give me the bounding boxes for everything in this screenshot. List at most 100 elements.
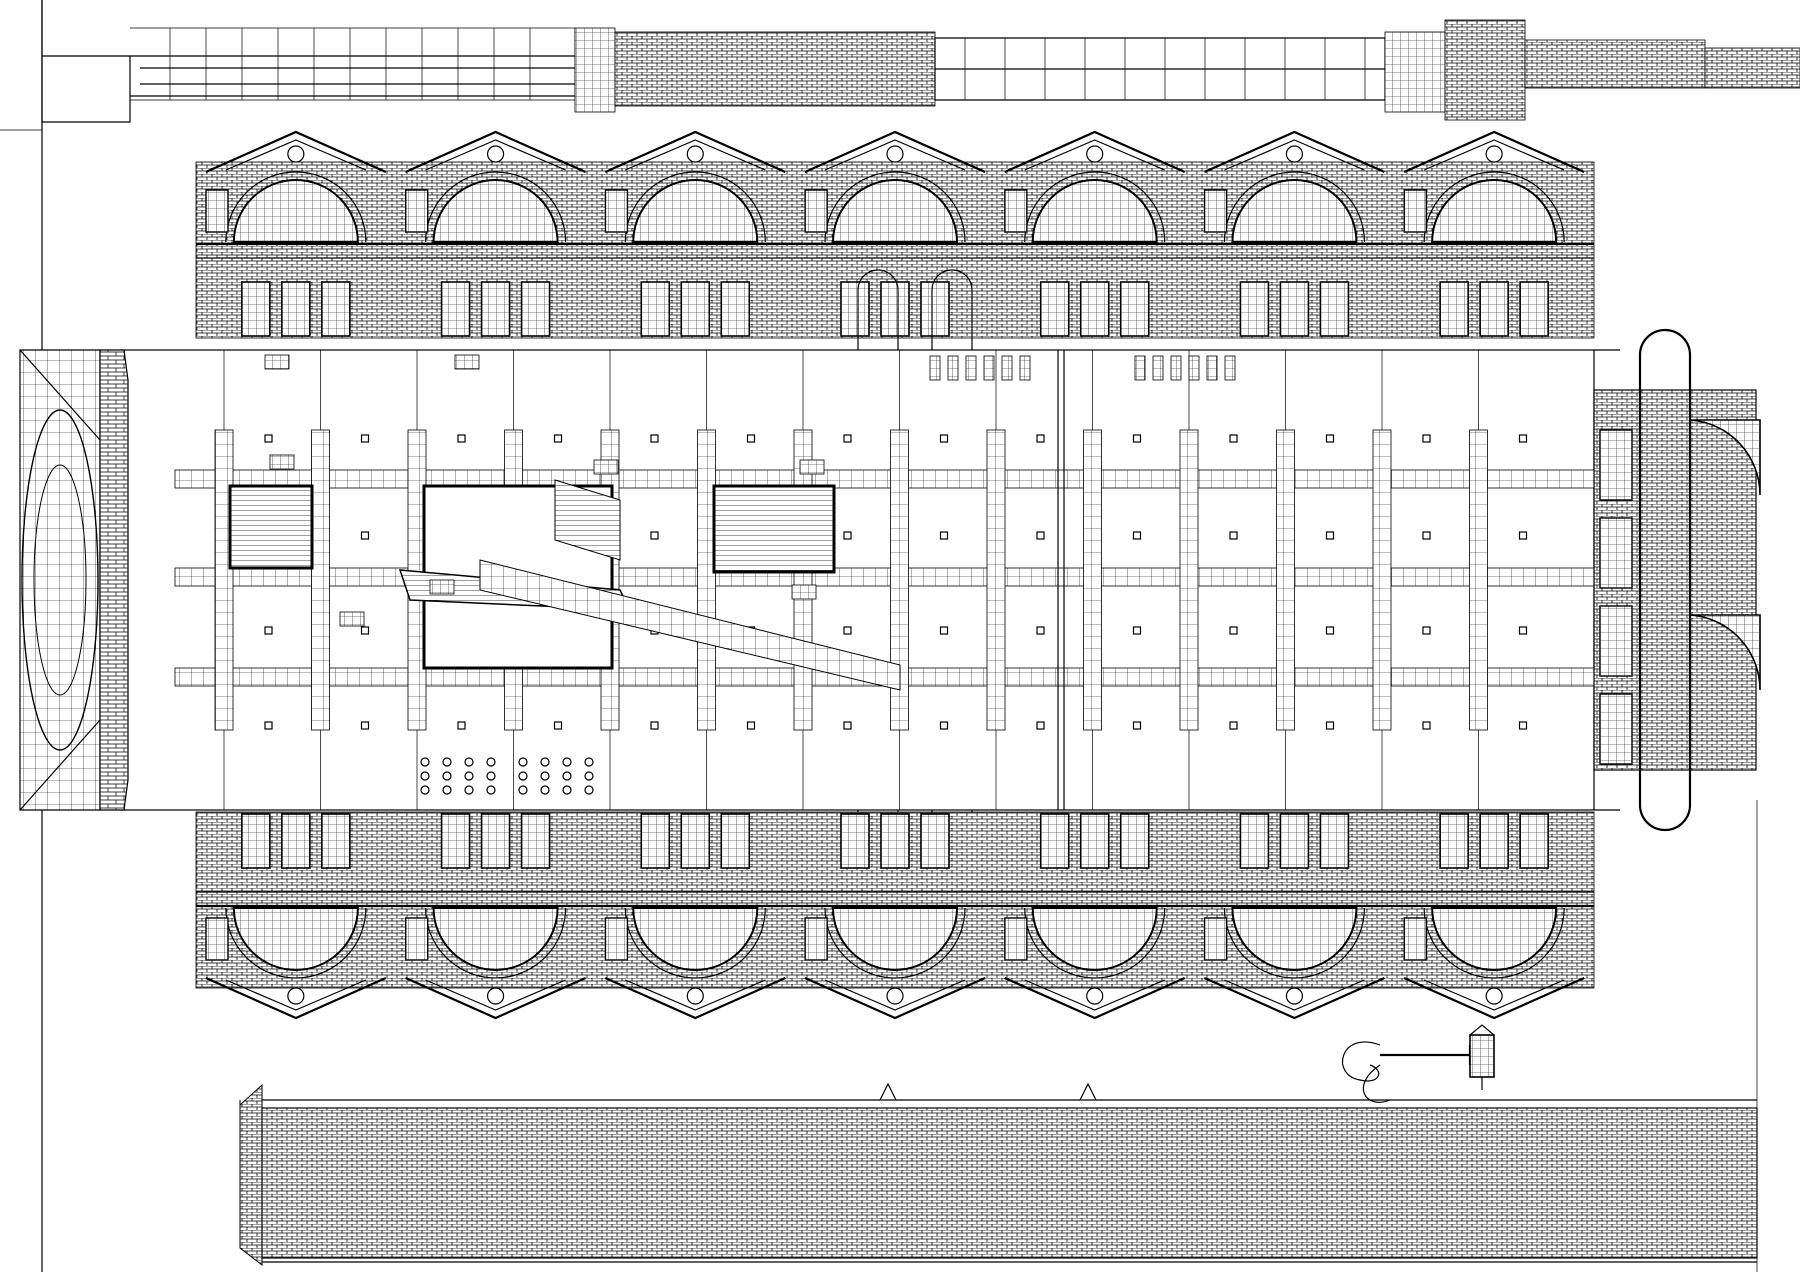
gable — [1403, 130, 1585, 174]
grid-band-vertical — [793, 429, 813, 731]
column-marker — [1422, 531, 1431, 540]
end-band — [99, 349, 129, 811]
pier-window — [1203, 917, 1228, 961]
arched-door — [1479, 813, 1509, 869]
column-marker — [264, 721, 273, 730]
kiosk — [983, 355, 995, 381]
strip-edges — [262, 1099, 1757, 1263]
pier-window — [405, 917, 429, 961]
gable-inner — [225, 139, 367, 171]
end-window — [1599, 517, 1633, 589]
column-marker — [1325, 531, 1335, 540]
kiosk — [1001, 355, 1013, 381]
column-marker — [360, 531, 370, 540]
arched-door — [680, 813, 711, 869]
seat — [518, 757, 528, 767]
arched-window — [632, 179, 759, 243]
column-marker — [939, 626, 949, 635]
gable-inner — [1024, 139, 1165, 171]
pier-window — [604, 917, 629, 961]
end-tower — [1638, 328, 1692, 832]
stair-block — [554, 479, 621, 561]
arched-window — [232, 907, 359, 971]
column-marker — [1518, 531, 1528, 540]
oculus-window — [1485, 987, 1503, 1005]
arched-window — [1431, 179, 1558, 243]
strip-end — [239, 1083, 263, 1267]
seat — [540, 757, 550, 767]
gable-inner — [1024, 979, 1165, 1011]
gable — [1004, 976, 1186, 1020]
column-marker — [843, 626, 852, 635]
grid-band-vertical — [697, 429, 716, 731]
gable — [804, 130, 986, 174]
arched-door — [880, 813, 910, 869]
kiosk — [1170, 355, 1182, 381]
seat — [464, 771, 474, 781]
oculus-window — [486, 145, 505, 163]
gable-inner — [1224, 979, 1365, 1011]
oculus-window — [686, 987, 704, 1005]
arch-trim — [1423, 171, 1565, 243]
kiosk — [1206, 355, 1218, 381]
column-marker — [1422, 721, 1431, 730]
pier-window — [205, 189, 229, 233]
end-window — [1599, 429, 1633, 501]
arch-trim — [424, 907, 567, 979]
street-lamp-detail — [1342, 1024, 1495, 1103]
arch-trim — [824, 171, 966, 243]
stair-well — [712, 484, 836, 574]
kiosk — [1019, 355, 1031, 381]
arched-door — [440, 281, 471, 337]
arch-trim — [225, 907, 367, 979]
seat — [540, 785, 550, 795]
end-arch-window — [1689, 614, 1761, 691]
column-marker — [264, 434, 273, 443]
bench — [593, 459, 619, 475]
column-marker — [843, 434, 852, 443]
arch-trim — [824, 907, 966, 979]
strip-brick-section — [1444, 19, 1526, 121]
kiosk — [1134, 355, 1146, 381]
column-marker — [1518, 626, 1528, 635]
column-marker — [1422, 434, 1431, 443]
spine-line — [1057, 350, 1065, 810]
gable — [1203, 130, 1385, 174]
strip-crest — [879, 1082, 1097, 1101]
arched-door — [1119, 281, 1150, 337]
column-marker — [360, 434, 370, 443]
arched-door — [1519, 281, 1549, 337]
gable-inner — [1423, 139, 1565, 171]
bench — [429, 579, 455, 595]
seat — [420, 771, 430, 781]
seat — [584, 757, 594, 767]
concourse-floor-plan — [119, 269, 1596, 891]
column-marker — [1325, 626, 1335, 635]
gable — [205, 976, 387, 1020]
arched-door — [1279, 813, 1310, 869]
arched-door — [640, 813, 671, 869]
column-marker — [746, 721, 756, 730]
arched-door — [321, 281, 351, 337]
seat — [562, 785, 572, 795]
seat — [518, 785, 528, 795]
grid-band-vertical — [311, 429, 330, 731]
grid-band-vertical — [1083, 429, 1102, 731]
arched-window — [831, 179, 959, 243]
oculus-window — [287, 145, 305, 163]
gable-inner — [625, 139, 766, 171]
gable — [405, 130, 587, 174]
gable-inner — [425, 979, 566, 1011]
arched-door — [1039, 813, 1070, 869]
column-marker — [1132, 721, 1142, 730]
arched-door — [1039, 281, 1070, 337]
oculus-window — [886, 145, 904, 163]
pier-window — [1203, 189, 1228, 233]
arch-trim — [1223, 171, 1366, 243]
grid-band-vertical — [1372, 429, 1392, 731]
kiosk — [1152, 355, 1164, 381]
arched-door — [1239, 281, 1270, 337]
arched-door — [520, 281, 551, 337]
west-end-elevation — [19, 349, 129, 811]
